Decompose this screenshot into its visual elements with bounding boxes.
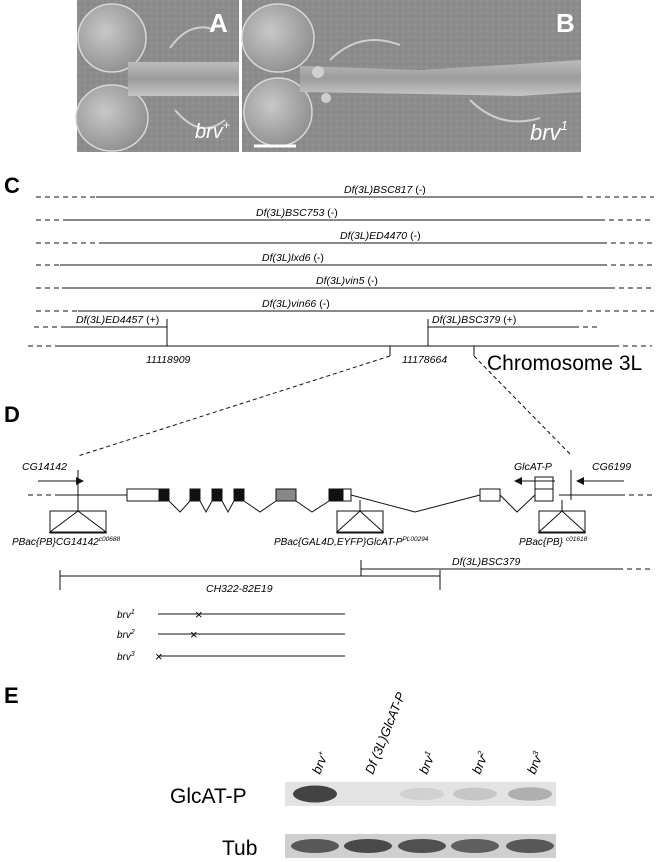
panel-a-letter: A <box>209 8 228 38</box>
blot-band-tub <box>291 839 339 853</box>
blot-lane-label: brv1 <box>416 750 438 776</box>
panel-a-genotype: brv+ <box>195 118 230 143</box>
allele-lines <box>158 613 345 657</box>
df-ed4457-label: Df(3L)ED4457(+) <box>76 314 159 326</box>
blot-lane-labels: brv+ Df (3L)GlcAT-P brv1 brv2 brv3 <box>309 690 547 776</box>
gene-label-cg14142: CG14142 <box>22 461 67 473</box>
deficiency-label: Df(3L)ED4470(-) <box>340 230 421 242</box>
blot-row-tub: Tub <box>222 837 257 860</box>
deficiency-row: Df(3L)BSC753(-) <box>36 207 654 221</box>
coord-left: 11118909 <box>146 354 191 366</box>
gene-label-cg6199: CG6199 <box>592 461 631 473</box>
chromosome-line <box>28 345 652 356</box>
micrograph-a <box>75 0 239 152</box>
insertion-left-label: PBac{PB}CG14142c00688 <box>12 536 120 548</box>
blot-row-glcat: GlcAT-P <box>170 785 247 808</box>
allele-brv1-label: brv1 <box>117 609 135 621</box>
zoom-line-right <box>473 355 573 457</box>
coord-right: 11178664 <box>402 354 447 366</box>
allele-brv3-label: brv3 <box>117 651 135 663</box>
construct-lines <box>59 560 652 590</box>
micrograph-b <box>241 0 581 152</box>
deficiency-row: Df(3L)lxd6(-) <box>36 252 654 266</box>
deficiency-label: Df(3L)BSC817(-) <box>344 184 426 196</box>
allele-brv2-x: × <box>190 627 198 642</box>
deficiency-label: Df(3L)lxd6(-) <box>262 252 324 264</box>
gene-model <box>28 470 654 534</box>
deficiency-label: Df(3L)BSC753(-) <box>256 207 338 219</box>
blot-band-glcat <box>508 787 552 801</box>
blot-band-tub <box>506 839 554 853</box>
construct-bac-label: CH322-82E19 <box>206 583 273 595</box>
df-bsc379-label: Df(3L)BSC379(+) <box>432 314 516 326</box>
insertion-middle-label: PBac{GAL4D,EYFP}GlcAT-PPL00294 <box>274 536 429 548</box>
blot-band-tub <box>398 839 446 853</box>
blot-band-glcat <box>453 787 497 801</box>
deficiency-rows: Df(3L)BSC817(-) Df(3L)BSC753(-)Df(3L)ED44… <box>36 184 654 312</box>
allele-brv2-label: brv2 <box>117 629 135 641</box>
panel-b-letter: B <box>556 8 575 38</box>
chromosome-label: Chromosome 3L <box>487 352 642 375</box>
blot-band-tub <box>344 839 392 853</box>
panel-d-letter: D <box>4 402 20 427</box>
blot-lane-label: brv3 <box>524 749 547 776</box>
deficiency-label: Df(3L)vin5(-) <box>316 275 378 287</box>
blot-bands <box>291 785 554 853</box>
blot-lane-label: brv+ <box>309 749 332 776</box>
deficiency-row: Df(3L)vin5(-) <box>36 275 654 289</box>
complementing-deficiencies <box>34 319 600 346</box>
deficiency-row: Df(3L)vin66(-) <box>36 298 654 312</box>
blot-lane-label: Df (3L)GlcAT-P <box>362 690 409 776</box>
panel-e-letter: E <box>4 683 19 708</box>
blot-band-glcat <box>400 787 444 801</box>
blot-band-tub <box>451 839 499 853</box>
insertion-right-label: PBac{PB}c01618 <box>519 536 588 548</box>
blot-lane-label: brv2 <box>469 749 492 776</box>
allele-brv3-x: × <box>155 649 163 664</box>
construct-df-label: Df(3L)BSC379 <box>452 556 520 568</box>
deficiency-row: Df(3L)ED4470(-) <box>36 230 654 244</box>
blot-band-glcat <box>293 785 337 803</box>
deficiency-label: Df(3L)vin66(-) <box>262 298 330 310</box>
gene-label-glcat-p: GlcAT-P <box>514 461 552 473</box>
panel-c-letter: C <box>4 173 20 198</box>
allele-brv1-x: × <box>195 607 203 622</box>
deficiency-row: Df(3L)BSC817(-) <box>36 184 654 198</box>
zoom-line-left <box>77 355 391 457</box>
panel-b-genotype: brv1 <box>530 118 568 145</box>
